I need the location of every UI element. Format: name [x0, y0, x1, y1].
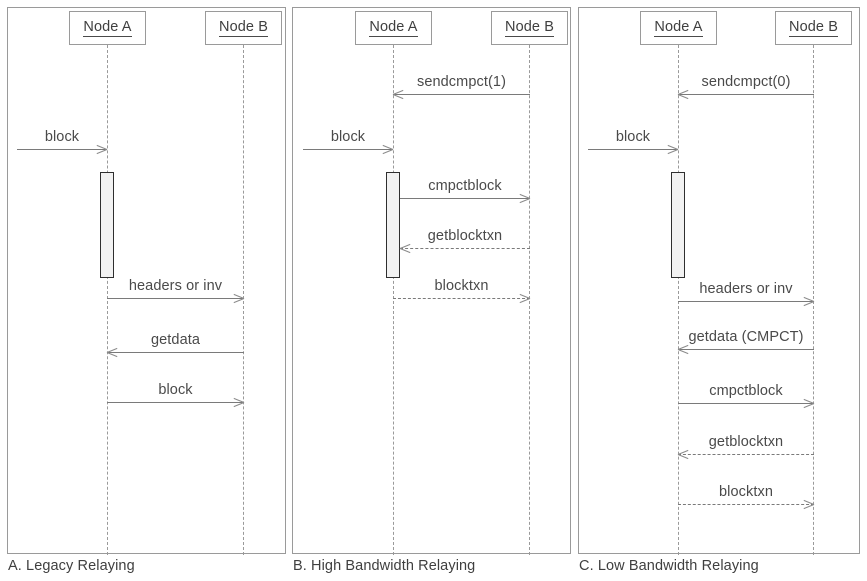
- message-blocktxn: blocktxn: [678, 484, 814, 505]
- activation-bar-node-a: [100, 172, 114, 278]
- participant-label-node-a: Node A: [369, 19, 418, 38]
- participant-box-node-b: Node B: [775, 11, 852, 45]
- message-line: [588, 149, 678, 150]
- lifeline-node-a: [678, 45, 679, 555]
- participant-label-node-a: Node A: [83, 19, 132, 38]
- activation-bar-node-a: [671, 172, 685, 278]
- participant-label-node-b: Node B: [789, 19, 838, 38]
- message-line: [400, 198, 530, 199]
- message-label: headers or inv: [699, 281, 793, 297]
- message-cmpctblock: cmpctblock: [400, 178, 530, 199]
- message-label: getblocktxn: [708, 434, 784, 450]
- lifeline-node-a: [107, 45, 108, 555]
- message-line: [393, 298, 530, 299]
- lifeline-node-b: [243, 45, 244, 555]
- message-headers-or-inv: headers or inv: [678, 281, 814, 302]
- message-line: [17, 149, 107, 150]
- participant-label-node-a: Node A: [654, 19, 703, 38]
- message-label: cmpctblock: [428, 178, 502, 194]
- message-label: blocktxn: [434, 278, 489, 294]
- participant-label-node-b: Node B: [505, 19, 554, 38]
- message-line: [400, 248, 530, 249]
- message-line: [678, 454, 814, 455]
- message-label: sendcmpct(1): [416, 74, 507, 90]
- lifeline-node-b: [529, 45, 530, 555]
- message-line: [107, 352, 244, 353]
- lifeline-node-a: [393, 45, 394, 555]
- message-cmpctblock: cmpctblock: [678, 383, 814, 404]
- message-getblocktxn: getblocktxn: [400, 228, 530, 249]
- message-blocktxn: blocktxn: [393, 278, 530, 299]
- message-block-inbound: block: [17, 129, 107, 150]
- message-label: block: [44, 129, 80, 145]
- message-line: [393, 94, 530, 95]
- message-line: [107, 298, 244, 299]
- message-label: getdata (CMPCT): [688, 329, 804, 345]
- participant-box-node-a: Node A: [355, 11, 432, 45]
- activation-bar-node-a: [386, 172, 400, 278]
- message-line: [678, 301, 814, 302]
- message-line: [678, 504, 814, 505]
- message-label: getblocktxn: [427, 228, 503, 244]
- message-label: blocktxn: [719, 484, 773, 500]
- message-label: sendcmpct(0): [701, 74, 791, 90]
- message-label: block: [615, 129, 651, 145]
- message-label: getdata: [150, 332, 201, 348]
- participant-box-node-a: Node A: [640, 11, 717, 45]
- participant-box-node-b: Node B: [205, 11, 282, 45]
- message-headers-or-inv: headers or inv: [107, 278, 244, 299]
- panel-legacy-relaying: Node A Node B block headers or inv getda…: [7, 7, 286, 555]
- message-block-outbound: block: [107, 382, 244, 403]
- message-line: [678, 403, 814, 404]
- message-line: [107, 402, 244, 403]
- message-label: block: [330, 129, 366, 145]
- participant-box-node-a: Node A: [69, 11, 146, 45]
- message-sendcmpct-1: sendcmpct(1): [393, 74, 530, 95]
- message-line: [678, 349, 814, 350]
- message-getblocktxn: getblocktxn: [678, 434, 814, 455]
- participant-box-node-b: Node B: [491, 11, 568, 45]
- message-sendcmpct-0: sendcmpct(0): [678, 74, 814, 95]
- panel-low-bandwidth-relaying: Node A Node B sendcmpct(0) block headers…: [578, 7, 860, 555]
- message-line: [303, 149, 393, 150]
- caption-panel-a: A. Legacy Relaying: [8, 558, 135, 574]
- message-label: cmpctblock: [709, 383, 783, 399]
- message-getdata: getdata: [107, 332, 244, 353]
- caption-panel-b: B. High Bandwidth Relaying: [293, 558, 476, 574]
- message-label: block: [158, 382, 193, 398]
- message-block-inbound: block: [303, 129, 393, 150]
- panel-high-bandwidth-relaying: Node A Node B sendcmpct(1) block cmpctbl…: [292, 7, 571, 555]
- message-label: headers or inv: [128, 278, 223, 294]
- message-getdata-cmpct: getdata (CMPCT): [678, 329, 814, 350]
- caption-panel-c: C. Low Bandwidth Relaying: [579, 558, 759, 574]
- participant-label-node-b: Node B: [219, 19, 268, 38]
- message-block-inbound: block: [588, 129, 678, 150]
- message-line: [678, 94, 814, 95]
